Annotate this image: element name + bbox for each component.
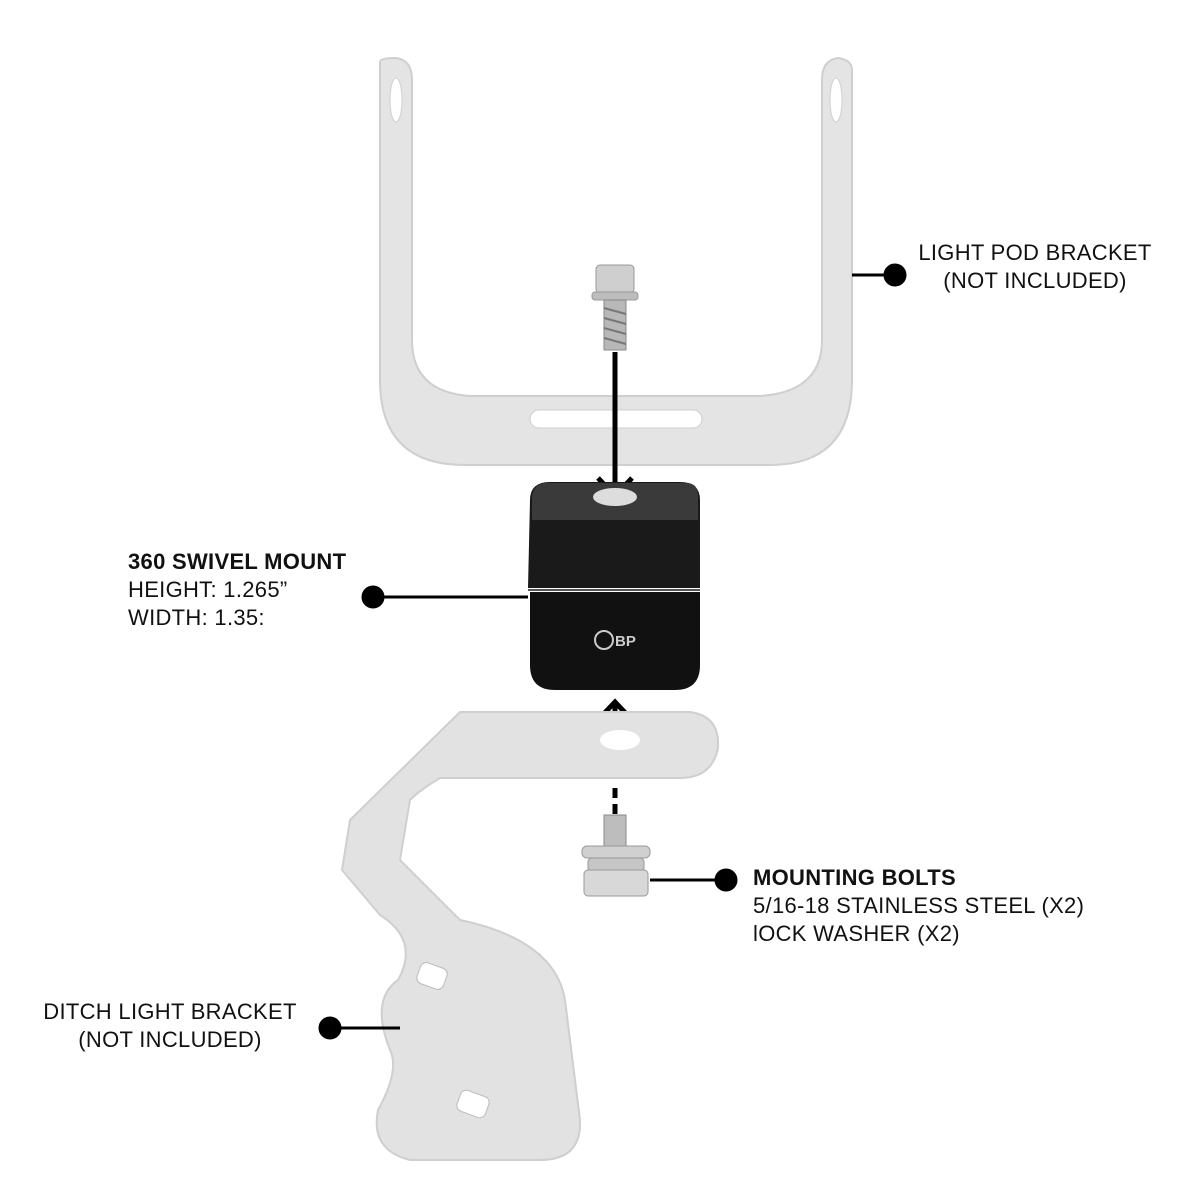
swivel-mount: BP xyxy=(528,482,700,690)
ditch-light-line1: DITCH LIGHT BRACKET xyxy=(43,999,297,1024)
swivel-mount-height: HEIGHT: 1.265” xyxy=(128,577,288,602)
mounting-bolts-line1: 5/16-18 STAINLESS STEEL (X2) xyxy=(753,893,1085,918)
bp-logo: BP xyxy=(615,633,636,650)
ditch-light-bracket xyxy=(340,711,720,1161)
swivel-mount-width: WIDTH: 1.35: xyxy=(128,605,265,630)
top-bolt xyxy=(591,264,639,351)
bottom-bolt xyxy=(581,814,651,897)
mounting-bolts-title: MOUNTING BOLTS xyxy=(753,865,956,890)
light-pod-line2: (NOT INCLUDED) xyxy=(943,268,1127,293)
mounting-bolts-callout: MOUNTING BOLTS 5/16-18 STAINLESS STEEL (… xyxy=(753,864,1084,948)
swivel-mount-title: 360 SWIVEL MOUNT xyxy=(128,549,347,574)
light-pod-callout: LIGHT POD BRACKET (NOT INCLUDED) xyxy=(905,239,1165,295)
ditch-light-callout: DITCH LIGHT BRACKET (NOT INCLUDED) xyxy=(20,998,320,1054)
callout-lines xyxy=(318,263,907,1040)
ditch-light-line2: (NOT INCLUDED) xyxy=(78,1027,262,1052)
light-pod-bracket xyxy=(379,56,853,466)
mounting-bolts-line2: lOCK WASHER (X2) xyxy=(753,921,960,946)
swivel-mount-callout: 360 SWIVEL MOUNT HEIGHT: 1.265” WIDTH: 1… xyxy=(128,548,346,632)
light-pod-line1: LIGHT POD BRACKET xyxy=(918,240,1152,265)
